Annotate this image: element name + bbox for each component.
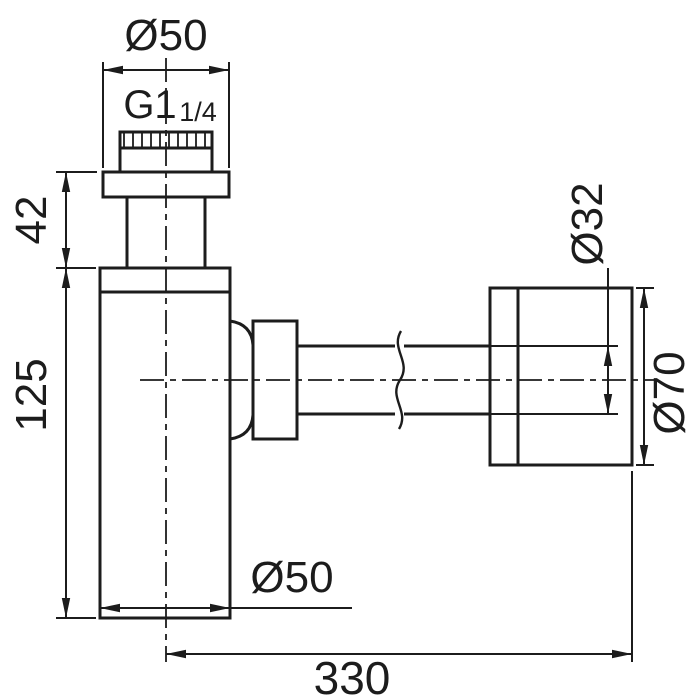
dimension-lines (61, 65, 649, 659)
flange-diameter-label: Ø70 (645, 351, 694, 434)
outlet-shoulder-bottom (229, 414, 255, 441)
overall-length-label: 330 (314, 652, 391, 700)
part-outline (98, 130, 634, 620)
left-extension-lines (56, 171, 97, 619)
pipe-diameter-label: Ø32 (563, 182, 612, 265)
thread-serrations-icon (123, 132, 206, 148)
pipe-through-lines (490, 345, 618, 415)
top-diameter-extension-lines (102, 62, 230, 168)
body-diameter-label: Ø50 (250, 553, 333, 602)
trap-body (98, 266, 232, 620)
thread-fraction-label: 1/4 (179, 97, 217, 127)
inlet-height-label: 42 (7, 196, 56, 245)
thread-size-label: G1 (123, 83, 176, 127)
dimension-extension-lines (56, 62, 654, 662)
dimension-labels: Ø50 G1 1/4 42 125 Ø32 Ø70 Ø50 330 (7, 11, 694, 700)
wall-flange (488, 286, 634, 467)
outlet-pipe (297, 344, 490, 416)
body-flange (98, 266, 232, 294)
centerlines (140, 58, 657, 662)
outlet-shoulder-top (229, 319, 255, 346)
body-height-label: 125 (7, 358, 56, 431)
pipe-break-symbol-icon (395, 330, 405, 430)
top-diameter-label: Ø50 (124, 11, 207, 60)
union-nut (251, 319, 299, 441)
